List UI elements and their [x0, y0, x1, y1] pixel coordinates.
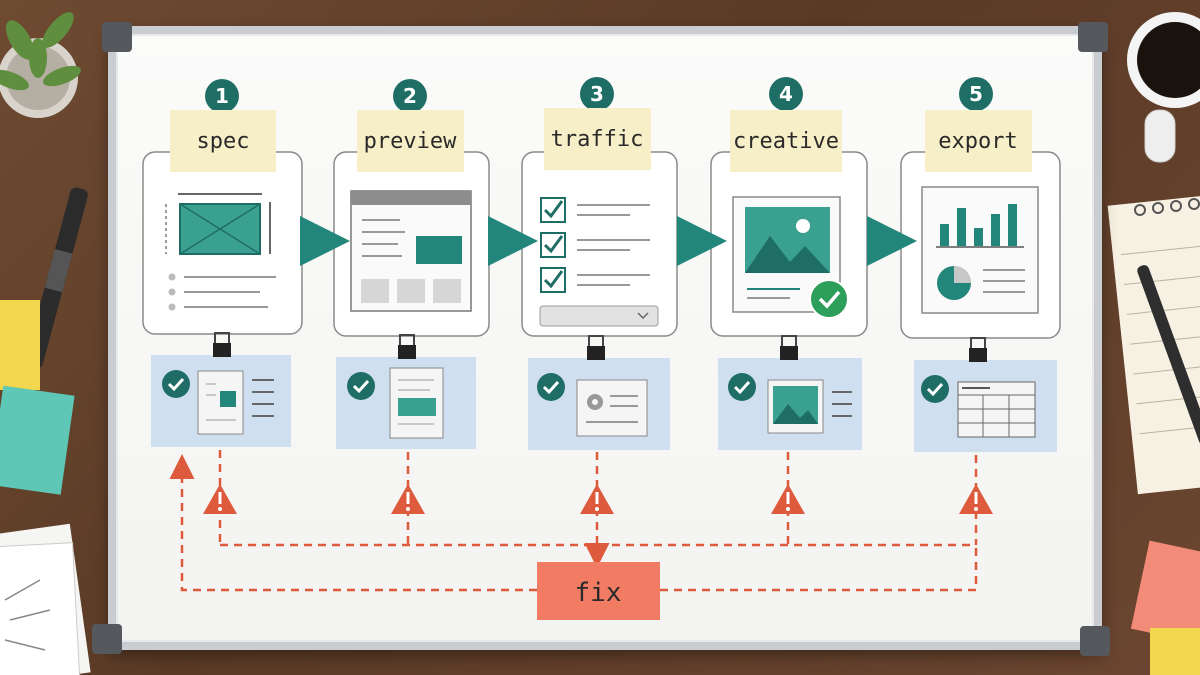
binder-clip-icon — [587, 335, 605, 360]
step-4-sticky-note — [730, 110, 842, 172]
check-icon — [537, 373, 565, 401]
gear-icon — [587, 394, 603, 410]
board-corner-tr — [1078, 22, 1108, 52]
sticky-note-pink — [1130, 540, 1200, 646]
board-corner-tl — [102, 22, 132, 52]
step-1: 1 spec — [142, 79, 303, 335]
review-card-5 — [914, 337, 1057, 452]
review-card-4 — [718, 335, 862, 450]
browser-preview-icon — [350, 190, 472, 312]
check-icon — [162, 370, 190, 398]
board-corner-bl — [92, 624, 122, 654]
step-1-number: 1 — [215, 84, 229, 108]
sticky-note-teal — [0, 385, 75, 495]
check-icon — [347, 372, 375, 400]
step-4: 4 creative — [710, 77, 868, 337]
fix-node: fix — [537, 562, 660, 620]
binder-clip-icon — [398, 334, 416, 359]
binder-clip-icon — [213, 332, 231, 357]
step-2: 2 preview — [333, 79, 490, 337]
paper-stack — [0, 523, 91, 675]
review-card-2 — [336, 334, 476, 449]
step-3-label: traffic — [551, 127, 644, 152]
coffee-mug — [1127, 12, 1200, 163]
step-2-label: preview — [364, 129, 457, 154]
step-4-label: creative — [733, 129, 839, 154]
fix-label: fix — [575, 578, 622, 608]
warning-icon — [959, 484, 993, 514]
step-1-number-circle — [205, 79, 239, 113]
step-5-number: 5 — [969, 82, 983, 106]
wireframe-icon — [165, 193, 276, 311]
sticky-note-yellow — [0, 300, 40, 390]
step-4-number: 4 — [779, 82, 793, 106]
check-icon — [921, 375, 949, 403]
warning-icon — [203, 484, 237, 514]
step-5: 5 export — [900, 77, 1061, 339]
step-5-label: export — [938, 129, 1017, 154]
fix-box — [537, 562, 660, 620]
step-2-sticky-note — [357, 110, 464, 172]
binder-clip-icon — [969, 337, 987, 362]
notepad — [1107, 194, 1200, 495]
step-3-sticky-note — [544, 108, 651, 170]
check-icon — [728, 373, 756, 401]
binder-clip-icon — [780, 335, 798, 360]
step-1-sticky-note — [170, 110, 276, 172]
review-card-3 — [528, 335, 670, 450]
plant-pot — [0, 12, 81, 118]
step-3: 3 traffic — [521, 77, 678, 337]
warning-icons — [203, 484, 993, 514]
step-1-label: spec — [197, 129, 250, 154]
warning-icon — [771, 484, 805, 514]
chart-report-icon — [921, 186, 1039, 314]
feedback-loop — [169, 450, 978, 592]
step-5-sticky-note — [925, 110, 1032, 172]
review-card-1 — [151, 332, 291, 447]
sticky-note-yellow-right — [1150, 628, 1200, 675]
step-2-number: 2 — [403, 84, 417, 108]
check-icon — [809, 279, 849, 319]
table-icon — [957, 381, 1036, 438]
step-3-number: 3 — [590, 82, 604, 106]
board-corner-br — [1080, 626, 1110, 656]
warning-icon — [580, 484, 614, 514]
checklist-icon — [539, 197, 659, 327]
warning-icon — [391, 484, 425, 514]
